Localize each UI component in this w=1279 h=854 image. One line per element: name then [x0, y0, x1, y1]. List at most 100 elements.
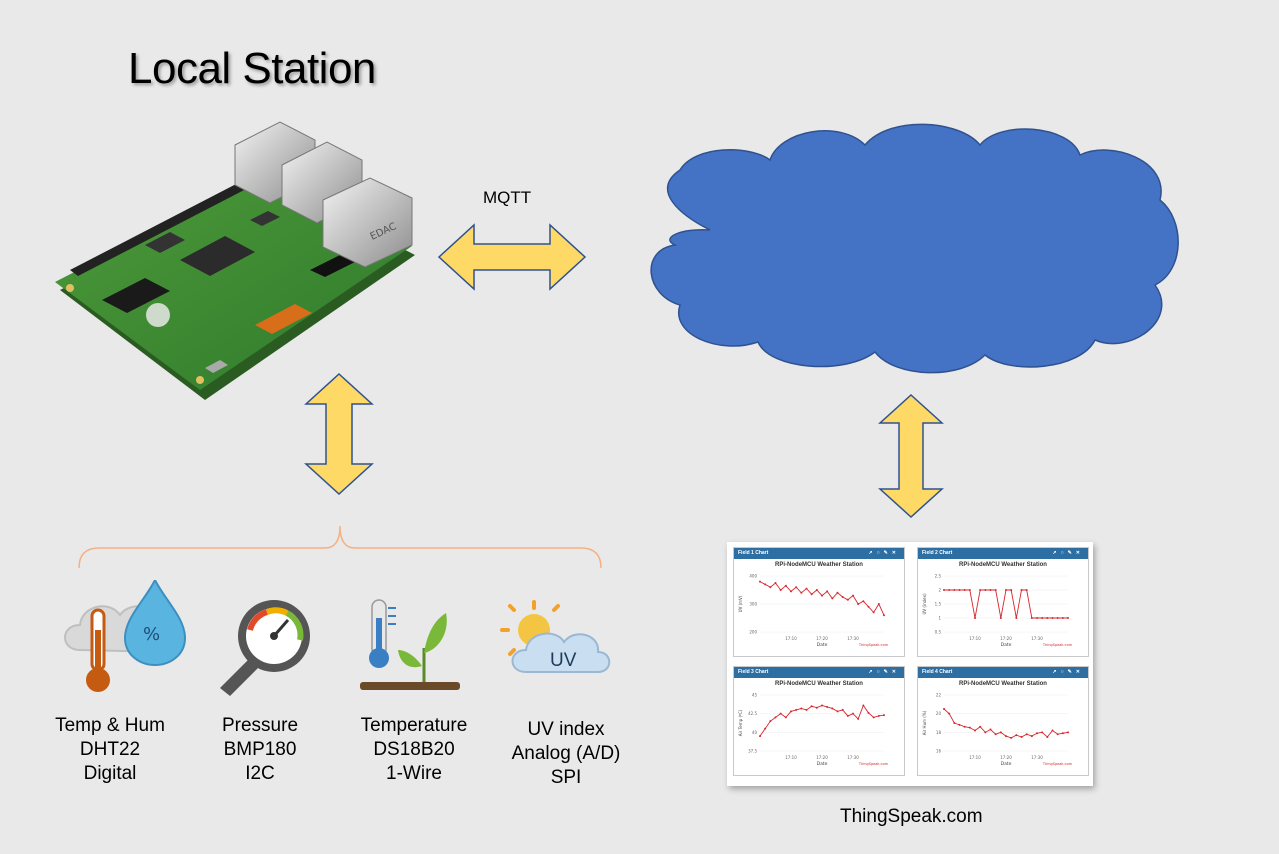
chart-data-point	[963, 589, 966, 591]
chart-data-point	[1020, 589, 1023, 591]
sensor-label-temp-hum: Temp & Hum DHT22 Digital	[35, 714, 185, 786]
chart-title: RPi-NodeMCU Weather Station	[775, 562, 863, 568]
page-title: Local Station	[128, 44, 376, 93]
chart-data-point	[815, 589, 818, 591]
chart-data-point	[779, 712, 782, 715]
chart-x-tick: 17:30	[847, 755, 859, 760]
sensor-label-line: Temp & Hum	[55, 715, 165, 736]
thingspeak-dashboard-screenshot: Field 1 Chart↗○✎✕ RPi-NodeMCU Weather Sta…	[727, 542, 1093, 786]
sensor-group-brace	[78, 525, 602, 569]
chart-data-point	[968, 726, 971, 729]
chart-data-point	[1036, 617, 1038, 619]
chart-data-point	[867, 605, 870, 608]
chart-header-tools-icon[interactable]: ↗○✎✕	[868, 669, 900, 675]
pressure-gauge-icon	[220, 600, 310, 696]
chart-data-point	[994, 589, 997, 591]
chart-data-point	[943, 708, 945, 710]
chart-x-tick: 17:20	[816, 636, 828, 641]
chart-y-label: UV (index)	[922, 593, 927, 614]
chart-data-point	[1015, 617, 1018, 619]
sensor-label-temperature: Temperature DS18B20 1-Wire	[339, 714, 489, 786]
chart-data-point	[872, 716, 875, 719]
chart-data-point	[963, 725, 966, 728]
chart-header-tools-icon[interactable]: ↗○✎✕	[1052, 669, 1084, 675]
chart-data-point	[1041, 731, 1044, 734]
chart-y-tick: 45	[752, 693, 758, 698]
chart-data-point	[862, 704, 865, 707]
chart-data-point	[1041, 617, 1044, 619]
sensor-label-line: DHT22	[79, 739, 141, 760]
chart-y-label: UV (mV)	[738, 595, 743, 612]
chart-data-point	[852, 594, 854, 597]
sun-cloud-uv-icon: UV	[500, 600, 611, 673]
chart-y-tick: 2	[938, 588, 941, 593]
chart-data-point	[784, 716, 787, 719]
chart-data-point	[810, 705, 813, 708]
chart-data-point	[948, 712, 951, 715]
chart-data-point	[989, 728, 992, 731]
chart-x-tick: 17:20	[1000, 636, 1012, 641]
chart-x-label: Date	[1001, 761, 1012, 767]
chart-footer-credit: ThingSpeak.com	[1042, 643, 1073, 647]
chart-x-tick: 17:30	[1031, 636, 1043, 641]
chart-data-point	[795, 586, 798, 589]
chart-data-point	[800, 707, 803, 710]
chart-data-point	[979, 725, 982, 728]
chart-y-tick: 0.5	[935, 630, 942, 635]
chart-y-tick: 20	[936, 711, 942, 716]
chart-header-title: Field 3 Chart	[738, 669, 769, 675]
thingspeak-label: ThingSpeak.com	[840, 806, 983, 827]
chart-data-point	[999, 617, 1002, 619]
cloud-thermometer-humidity-icon: %	[64, 580, 187, 692]
chart-x-tick: 17:10	[785, 755, 797, 760]
chart-header: Field 4 Chart↗○✎✕	[918, 667, 1088, 678]
chart-y-label: Air Hum (%)	[922, 710, 927, 735]
chart-header-tools-icon[interactable]: ↗○✎✕	[1052, 550, 1084, 556]
chart-data-point	[846, 598, 849, 601]
chart-data-point	[974, 617, 976, 619]
chart-x-label: Date	[817, 642, 828, 648]
mqtt-label: MQTT	[483, 188, 532, 207]
chart-y-tick: 2.5	[935, 574, 942, 579]
thingspeak-chart-card: Field 3 Chart ↗○✎✕ RPi-NodeMCU Weather Sta…	[733, 666, 905, 776]
chart-data-point	[984, 589, 987, 591]
chart-data-point	[769, 720, 772, 723]
chart-data-point	[958, 723, 961, 726]
thermometer-plant-icon	[360, 599, 460, 690]
sensor-label-line: Temperature	[360, 715, 468, 736]
chart-data-point	[1067, 617, 1069, 619]
chart-x-tick: 17:20	[816, 755, 828, 760]
chart-data-point	[831, 707, 834, 710]
chart-data-point	[953, 589, 956, 591]
chart-data-point	[1061, 732, 1064, 735]
chart-header: Field 3 Chart ↗○✎✕	[734, 667, 904, 678]
chart-data-point	[841, 708, 844, 711]
chart-data-point	[790, 710, 792, 713]
chart-data-point	[815, 706, 818, 709]
chart-data-point	[759, 580, 761, 583]
chart-header: Field 1 Chart↗○✎✕	[734, 548, 904, 559]
cloud-thingspeak-double-arrow	[878, 393, 944, 519]
sensor-label-line: DS18B20	[373, 739, 455, 760]
chart-data-point	[805, 587, 808, 590]
chart-data-point	[1010, 589, 1013, 591]
chart-title: RPi-NodeMCU Weather Station	[959, 562, 1047, 568]
chart-data-point	[836, 591, 839, 594]
chart-header-title: Field 2 Chart	[922, 550, 953, 556]
chart-header-tools-icon[interactable]: ↗○✎✕	[868, 550, 900, 556]
chart-data-point	[1051, 729, 1054, 732]
chart-x-label: Date	[1001, 642, 1012, 648]
sensor-label-uv: UV index Analog (A/D) SPI	[491, 718, 641, 790]
chart-footer-credit: ThingSpeak.com	[1042, 762, 1073, 766]
chart-footer-credit: ThingSpeak.com	[858, 762, 889, 766]
chart-data-point	[883, 614, 885, 617]
chart-y-label: Air Temp (ºC)	[738, 709, 743, 736]
chart-footer-credit: ThingSpeak.com	[858, 643, 889, 647]
chart-data-point	[877, 714, 880, 717]
chart-y-tick: 40	[752, 730, 758, 735]
chart-title: RPi-NodeMCU Weather Station	[775, 681, 863, 687]
chart-data-point	[1067, 731, 1069, 734]
